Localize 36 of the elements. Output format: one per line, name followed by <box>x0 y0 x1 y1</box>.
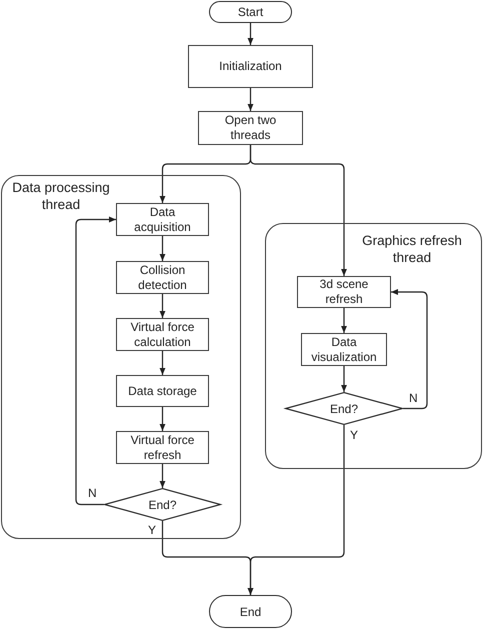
arrow <box>160 294 166 318</box>
terminal-shape: End <box>209 595 292 628</box>
process-box: Open two threads <box>198 111 303 145</box>
decision-label: End? <box>330 402 358 416</box>
arrow <box>160 236 166 261</box>
arrow <box>248 23 254 45</box>
process-box: Initialization <box>188 45 313 88</box>
arrow <box>248 425 345 595</box>
group-heading: Graphics refresh thread <box>361 232 463 266</box>
edge-label: Y <box>349 428 360 442</box>
decision-diamond <box>104 488 221 521</box>
group-heading: Data processing thread <box>11 179 111 213</box>
arrow <box>250 145 347 276</box>
edge-label: N <box>87 486 98 500</box>
thread-group <box>265 223 482 469</box>
process-box: 3d scene refresh <box>297 276 391 308</box>
arrow <box>160 464 166 488</box>
process-box: Data storage <box>116 375 209 407</box>
edge-label: N <box>408 391 419 405</box>
thread-group <box>1 175 241 539</box>
arrow <box>248 88 254 111</box>
arrow <box>160 407 166 431</box>
process-box: Virtual force calculation <box>116 318 209 351</box>
process-box: Collision detection <box>116 261 209 294</box>
terminal-shape: Start <box>209 1 292 23</box>
arrow <box>391 289 428 410</box>
arrow <box>160 351 166 375</box>
edge-label: Y <box>147 523 158 537</box>
process-box: Data acquisition <box>116 203 209 236</box>
arrow <box>75 216 116 506</box>
process-box: Data visualization <box>301 333 387 366</box>
arrow <box>341 366 347 392</box>
decision-label: End? <box>148 498 177 512</box>
process-box: Virtual force refresh <box>116 431 209 464</box>
arrow <box>341 308 347 333</box>
decision-diamond <box>285 392 403 425</box>
